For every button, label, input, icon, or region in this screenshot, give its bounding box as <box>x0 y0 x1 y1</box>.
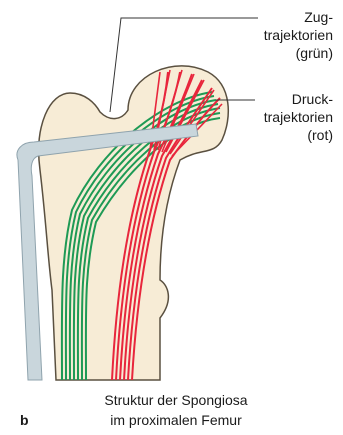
label-zug-line1: Zug- <box>304 9 333 25</box>
figure-caption-line1: Struktur der Spongiosa <box>104 392 247 408</box>
panel-letter: b <box>20 412 29 428</box>
label-zug-line3: (grün) <box>296 45 333 61</box>
label-druck-line3: (rot) <box>307 127 333 143</box>
label-zug-line2: trajektorien <box>264 27 333 43</box>
label-druck-line1: Druck- <box>292 91 334 107</box>
figure-caption-line2: im proximalen Femur <box>110 412 242 428</box>
label-druck-line2: trajektorien <box>264 109 333 125</box>
